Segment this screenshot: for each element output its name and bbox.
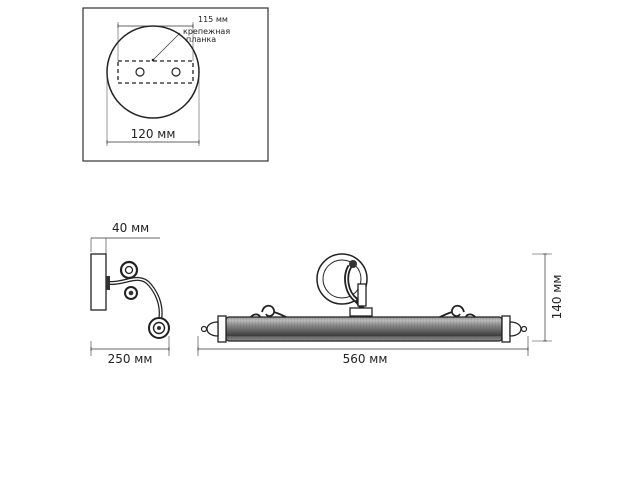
bracket-label-line1: крепежная: [183, 27, 230, 36]
bracket-leader-line: [152, 32, 181, 61]
front-arm-clamp: [349, 307, 373, 317]
side-view: 40 мм 250 мм: [90, 221, 170, 366]
end-cap-right-collar: [501, 315, 511, 343]
mounting-plate-view: 115 мм крепежная планка 120 мм: [82, 7, 269, 162]
bracket-label-line2: планка: [186, 35, 216, 44]
ornament-right-2: [451, 304, 465, 317]
ornament-left-2: [261, 304, 275, 317]
mount-stub: [106, 276, 110, 290]
scroll-upper-inner: [124, 265, 134, 275]
mounting-bracket: [117, 60, 194, 84]
front-view: 560 мм 140 мм: [197, 253, 564, 366]
depth-label: 40 мм: [112, 221, 149, 235]
end-cap-right-finial: [509, 321, 522, 337]
end-cap-left-finial: [206, 321, 219, 337]
wall-plate-profile: [90, 253, 107, 311]
end-cap-left-collar: [217, 315, 227, 343]
lamp-tube: [225, 316, 503, 342]
projection-label: 250 мм: [108, 352, 153, 366]
end-cap-left-tip: [200, 325, 208, 333]
lamp-arm: [109, 276, 163, 321]
scroll-lower-core: [128, 290, 134, 296]
bracket-hole-left: [135, 67, 145, 77]
front-arm-knob: [349, 260, 357, 268]
front-wall-plate-inner: [322, 259, 362, 299]
tube-end-core: [157, 326, 161, 330]
front-arm-highlight: [345, 265, 357, 301]
front-arm-stem: [357, 283, 367, 307]
height-label: 140 мм: [550, 275, 564, 320]
scroll-lower: [124, 286, 138, 300]
plate-diameter-label: 120 мм: [131, 127, 176, 141]
lamp-arm-highlight: [109, 278, 162, 321]
end-cap-right-tip: [520, 325, 528, 333]
mounting-plate-frame: [82, 7, 269, 162]
scroll-upper: [119, 260, 139, 280]
bracket-width-label: 115 мм: [198, 15, 228, 24]
bracket-hole-right: [171, 67, 181, 77]
bracket-leader-dot: [151, 58, 155, 62]
width-label: 560 мм: [343, 352, 388, 366]
